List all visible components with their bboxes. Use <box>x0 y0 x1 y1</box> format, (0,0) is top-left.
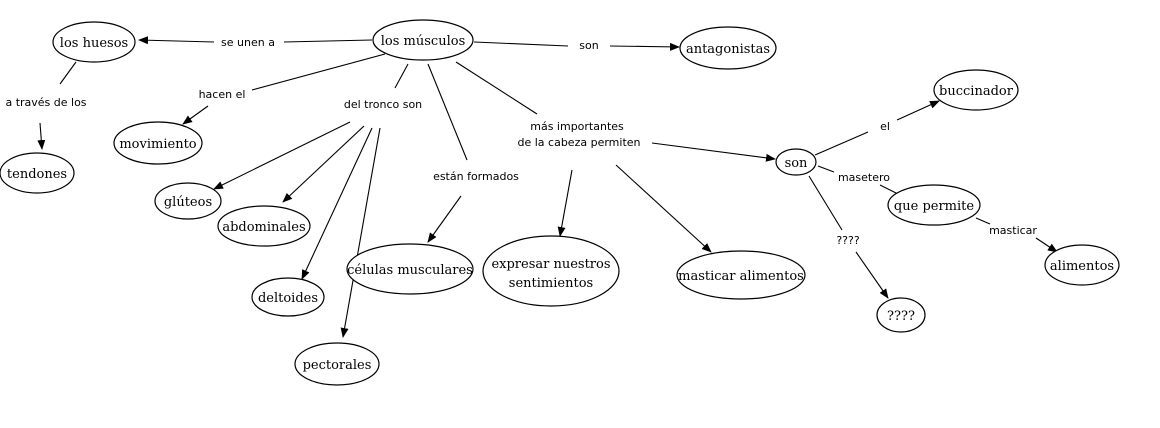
link-mas-importantes-to-masticar <box>615 164 712 253</box>
concept-celulas-musculares: células musculares <box>346 243 474 295</box>
concept-masticar-alimentos: masticar alimentos <box>676 250 806 300</box>
link-hacen-el-to-movimiento <box>182 105 209 125</box>
label-se-unen-a: se unen a <box>221 36 275 49</box>
concept-que-permite: que permite <box>887 184 981 226</box>
link-que-permite-to-masticar <box>975 217 991 225</box>
concept-label: células musculares <box>347 263 473 278</box>
concept-label: son <box>785 156 808 171</box>
label-de-la-cabeza-permiten: de la cabeza permiten <box>518 136 641 149</box>
label-qqqq: ???? <box>836 234 860 247</box>
concept-son: son <box>775 148 817 176</box>
concept-abdominales: abdominales <box>217 205 311 247</box>
concept-qqqq: ???? <box>876 297 926 333</box>
concept-label: abdominales <box>222 220 305 235</box>
concept-movimiento: movimiento <box>113 121 203 165</box>
link-el-to-buccinador <box>896 100 940 121</box>
concept-label: tendones <box>7 167 67 182</box>
label-son: son <box>579 39 598 52</box>
label-hacen-el: hacen el <box>199 88 246 101</box>
link-mas-importantes-to-son <box>651 142 776 162</box>
link-se-unen-to-huesos <box>138 36 215 45</box>
concept-deltoides: deltoides <box>251 277 325 317</box>
link-estan-formados-to-celulas <box>427 195 462 243</box>
link-musculos-to-del-tronco <box>394 63 409 89</box>
concept-expresar-sentimientos: expresar nuestros sentimientos <box>482 235 620 307</box>
concept-label: glúteos <box>164 195 212 210</box>
label-estan-formados: están formados <box>433 170 519 183</box>
concepts: los músculos los huesos antagonistas ten… <box>0 19 1120 386</box>
link-musculos-to-mas-importantes <box>455 61 538 115</box>
link-huesos-to-a-traves <box>59 61 77 85</box>
concept-los-musculos: los músculos <box>372 19 474 61</box>
concept-antagonistas: antagonistas <box>679 26 777 70</box>
concept-pectorales: pectorales <box>294 342 380 386</box>
connectors <box>37 36 1058 338</box>
concept-label: buccinador <box>939 84 1014 99</box>
concept-label: movimiento <box>119 137 196 152</box>
concept-label-line1: expresar nuestros <box>491 257 610 272</box>
link-son-to-antagonistas <box>609 42 680 51</box>
concept-label: antagonistas <box>686 42 770 57</box>
concept-label: ???? <box>887 309 915 324</box>
link-musculos-to-estan-formados <box>427 63 468 161</box>
concept-label: los huesos <box>60 36 128 51</box>
concept-label: pectorales <box>303 358 372 373</box>
label-mas-importantes: más importantes <box>530 120 624 133</box>
link-del-tronco-to-pectorales <box>340 127 381 338</box>
concept-label: los músculos <box>381 34 465 49</box>
link-mas-importantes-to-expresar <box>557 169 573 237</box>
concept-label: masticar alimentos <box>678 269 804 284</box>
label-el: el <box>880 120 890 133</box>
link-musculos-to-son <box>473 41 569 47</box>
link-son-to-masetero <box>817 165 835 173</box>
link-masetero-to-que-permite <box>879 184 897 194</box>
concept-label: alimentos <box>1050 259 1114 274</box>
label-del-tronco-son: del tronco son <box>344 98 422 111</box>
label-masticar: masticar <box>989 224 1037 237</box>
link-son-to-qqqq-link <box>808 175 843 231</box>
concept-label: deltoides <box>258 291 318 306</box>
concept-label: que permite <box>894 199 974 214</box>
concept-gluteos: glúteos <box>154 182 222 220</box>
link-a-traves-to-tendones <box>37 122 46 150</box>
concept-tendones: tendones <box>0 152 75 194</box>
link-masticar-to-alimentos <box>1035 237 1058 253</box>
concept-los-huesos: los huesos <box>52 21 136 63</box>
concept-alimentos: alimentos <box>1044 244 1120 286</box>
link-del-tronco-to-abdominales <box>282 125 365 203</box>
link-musculos-to-se-unen <box>283 39 373 43</box>
link-son-to-el <box>814 131 869 156</box>
link-del-tronco-to-deltoides <box>301 127 373 280</box>
link-musculos-to-hacen-el <box>251 53 386 91</box>
link-del-tronco-to-gluteos <box>213 121 351 190</box>
link-qqqq-link-to-qqqq <box>855 251 889 299</box>
concept-label-line2: sentimientos <box>509 276 593 291</box>
label-masetero: masetero <box>838 171 890 184</box>
label-a-traves-de-los: a través de los <box>5 96 86 109</box>
linking-phrases: se unen a son a través de los hacen el d… <box>5 36 1037 247</box>
concept-buccinador: buccinador <box>933 69 1019 111</box>
